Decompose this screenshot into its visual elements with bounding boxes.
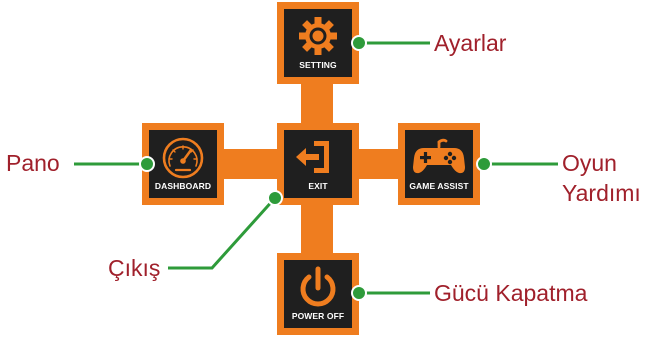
setting-label: SETTING [299,60,337,70]
speedometer-icon [162,137,204,179]
dashboard-button[interactable]: DASHBOARD [142,123,224,205]
callout-game-assist-line1: Oyun [562,150,617,176]
callout-exit: Çıkış [108,255,161,281]
dashboard-label: DASHBOARD [154,181,212,191]
exit-icon [296,141,329,173]
game-assist-button[interactable]: GAME ASSIST [398,123,480,205]
power-icon [300,266,336,307]
callout-game-assist-line2: Yardımı [562,180,641,206]
game-assist-label: GAME ASSIST [409,181,469,191]
exit-button[interactable]: EXIT [277,123,359,205]
gamepad-icon [413,138,465,174]
power-off-label: POWER OFF [291,311,345,321]
callout-power-off: Gücü Kapatma [434,280,588,306]
gear-icon [299,17,337,55]
exit-label: EXIT [308,181,328,191]
callout-setting: Ayarlar [434,30,507,56]
callout-dashboard: Pano [6,150,60,176]
power-off-button[interactable]: POWER OFF [277,253,359,335]
setting-button[interactable]: SETTING [277,2,359,84]
